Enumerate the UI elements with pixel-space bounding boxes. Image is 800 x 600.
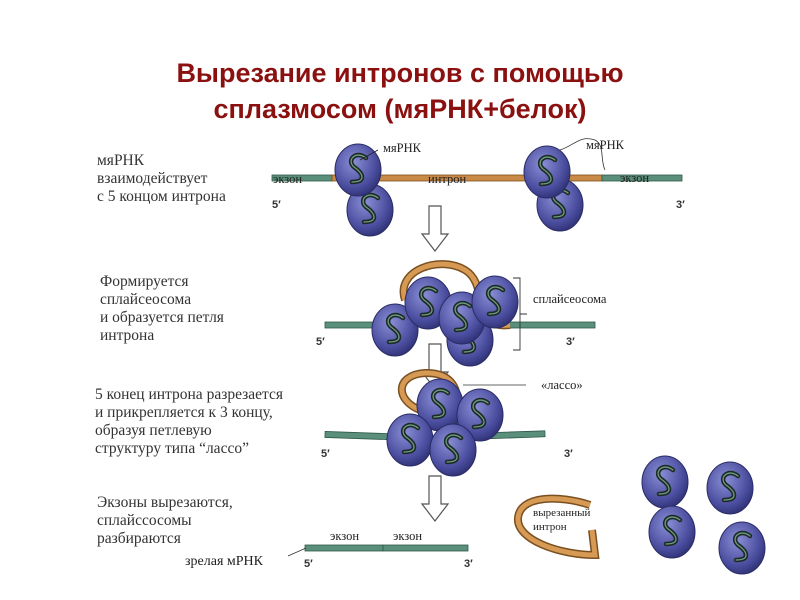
snrnp-protein <box>649 506 695 558</box>
free-snrnps <box>642 456 765 574</box>
five-prime-label: 5′ <box>321 448 330 460</box>
bracket <box>559 138 606 171</box>
slide-title: Вырезание интронов с помощью сплазмосом … <box>0 55 800 127</box>
step-1-text: мяРНК взаимодействует с 5 концом интрона <box>97 152 226 205</box>
snrnp-protein <box>387 414 433 466</box>
arrow-down-icon <box>421 205 449 252</box>
mature-mrna: экзон экзон зрелая мРНК 5′ 3′ <box>185 529 473 570</box>
snrnp-protein <box>430 424 476 476</box>
exon-label: экзон <box>330 529 359 543</box>
step-4-text: Экзоны вырезаются, сплайссосомы разбираю… <box>97 494 233 547</box>
excised-intron: вырезанный интрон <box>514 494 600 560</box>
excised-intron-label: вырезанный <box>533 507 590 519</box>
snrna-label: мяРНК <box>383 141 422 155</box>
spliceosome-step-2: сплайсеосома 5′ 3′ <box>316 260 607 366</box>
snrnp-protein <box>524 146 570 198</box>
five-prime-label: 5′ <box>304 558 313 570</box>
exon-label: экзон <box>273 172 302 186</box>
exon-right-strand <box>601 174 683 182</box>
lasso-step-3: «лассо» 5′ 3′ <box>321 368 583 476</box>
three-prime-label: 3′ <box>676 199 685 211</box>
mature-mrna-label: зрелая мРНК <box>185 554 264 569</box>
snrnp-protein <box>719 522 765 574</box>
snrnp-protein <box>642 456 688 508</box>
step-2-text: Формируется сплайсеосома и образуется пе… <box>100 273 224 344</box>
pre-mrna-step-1: мяРНК мяРНК экзон интрон экзон 5′ 3′ <box>271 138 685 236</box>
title-line-2: сплазмосом (мяРНК+белок) <box>213 94 587 124</box>
five-prime-label: 5′ <box>272 199 281 211</box>
three-prime-label: 3′ <box>566 336 575 348</box>
step-3-text: 5 конец интрона разрезается и прикрепляе… <box>95 386 283 457</box>
snrna-label: мяРНК <box>586 138 625 152</box>
five-prime-label: 5′ <box>316 336 325 348</box>
lasso-label: «лассо» <box>541 378 583 392</box>
excised-intron-label: интрон <box>533 521 567 533</box>
title-line-1: Вырезание интронов с помощью <box>176 58 624 88</box>
exon-label: экзон <box>393 529 422 543</box>
spliceosome-label: сплайсеосома <box>533 292 607 306</box>
three-prime-label: 3′ <box>564 448 573 460</box>
arrow-down-icon <box>421 475 449 522</box>
three-prime-label: 3′ <box>464 558 473 570</box>
exon-label: экзон <box>620 171 649 185</box>
intron-label: интрон <box>428 172 466 186</box>
snrnp-protein <box>707 462 753 514</box>
snrnp-protein <box>472 276 518 328</box>
